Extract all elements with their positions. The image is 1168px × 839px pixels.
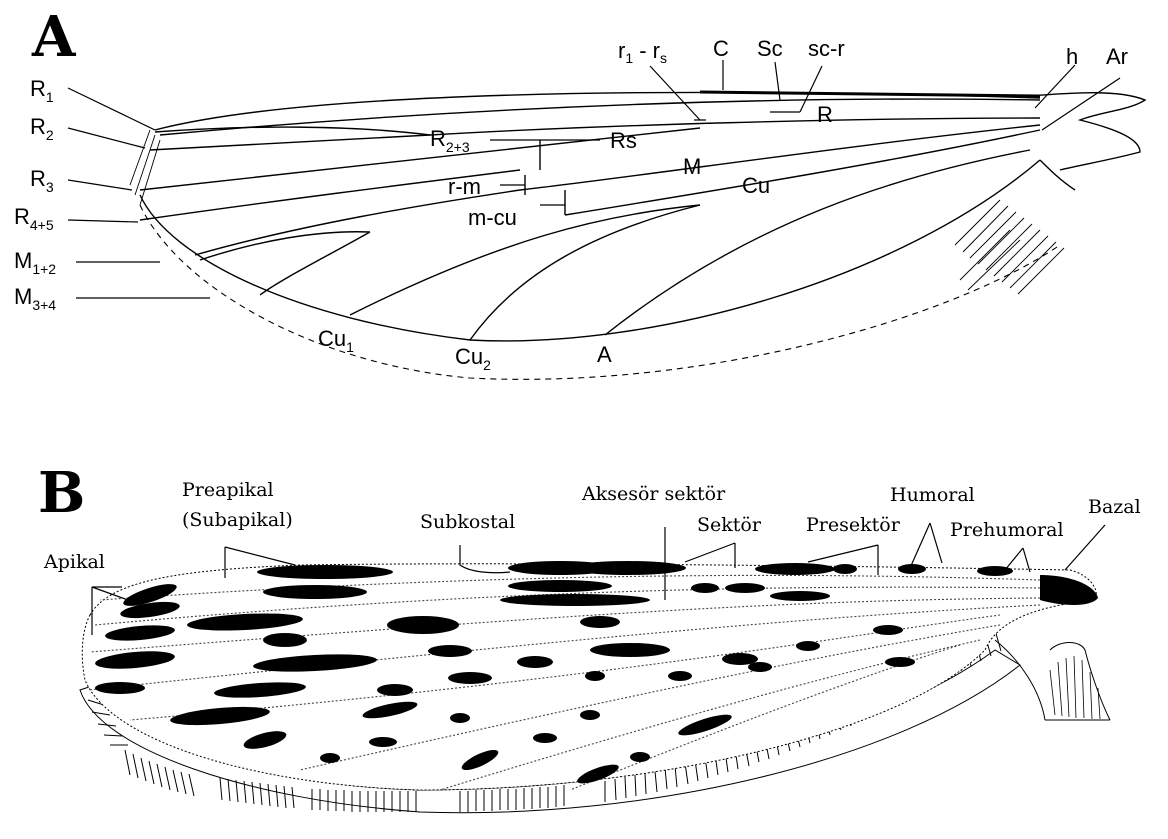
label-prehumoral: Prehumoral bbox=[950, 519, 1064, 541]
label-r1-rs: r1 - rs bbox=[618, 38, 667, 66]
panel-a: A bbox=[14, 4, 1145, 379]
label-r23: R2+3 bbox=[430, 126, 470, 155]
label-r45: R4+5 bbox=[14, 204, 54, 233]
label-rs: Rs bbox=[610, 128, 637, 153]
wing-b-base-black bbox=[1040, 575, 1098, 605]
wing-a-base-lobe bbox=[1040, 160, 1075, 190]
label-a: A bbox=[597, 342, 612, 367]
label-cu1: Cu1 bbox=[318, 326, 354, 355]
wing-a-hind-margin bbox=[140, 160, 1040, 341]
vein-r bbox=[430, 118, 1040, 135]
label-m34: M3+4 bbox=[14, 284, 56, 313]
alula-fringe-hatching bbox=[955, 200, 1064, 294]
label-r2: R2 bbox=[30, 114, 54, 143]
label-bazal: Bazal bbox=[1088, 496, 1141, 518]
label-r3: R3 bbox=[30, 166, 54, 195]
panel-b: B bbox=[38, 460, 1141, 813]
vein-subcosta bbox=[160, 99, 1040, 135]
label-subapikal: (Subapikal) bbox=[182, 509, 293, 531]
vein-r23 bbox=[150, 135, 430, 150]
vein-anal bbox=[605, 150, 1030, 335]
panel-a-letter: A bbox=[31, 4, 77, 70]
wing-b-alula bbox=[995, 640, 1110, 720]
label-humoral: Humoral bbox=[890, 484, 975, 506]
label-sc: Sc bbox=[757, 36, 783, 61]
label-m12: M1+2 bbox=[14, 248, 56, 277]
vein-cu1 bbox=[350, 205, 700, 315]
panel-b-letter: B bbox=[38, 460, 85, 526]
label-subkostal: Subkostal bbox=[420, 511, 515, 533]
label-preapikal: Preapikal bbox=[182, 479, 274, 501]
label-r: R bbox=[817, 102, 833, 127]
label-ar: Ar bbox=[1106, 44, 1128, 69]
label-r-m: r-m bbox=[448, 174, 481, 199]
label-m-cu: m-cu bbox=[468, 205, 517, 230]
label-aksesor-sektor: Aksesör sektör bbox=[581, 483, 726, 505]
label-m: M bbox=[683, 154, 701, 179]
alula-b-hatch bbox=[1050, 656, 1100, 719]
wing-a-base bbox=[1030, 93, 1145, 170]
label-sektor: Sektör bbox=[697, 514, 762, 536]
label-sc-r: sc-r bbox=[808, 36, 845, 61]
label-c: C bbox=[713, 36, 729, 61]
label-presektor: Presektör bbox=[806, 514, 901, 536]
vein-r2 bbox=[155, 127, 430, 135]
vein-m34 bbox=[260, 232, 370, 295]
apex-hatching bbox=[130, 130, 160, 205]
label-cu: Cu bbox=[742, 173, 770, 198]
label-cu2: Cu2 bbox=[455, 344, 491, 373]
label-apikal: Apikal bbox=[43, 551, 105, 573]
label-r1: R1 bbox=[30, 76, 54, 105]
costa-thick-vein bbox=[700, 92, 1040, 96]
label-h: h bbox=[1066, 44, 1078, 69]
